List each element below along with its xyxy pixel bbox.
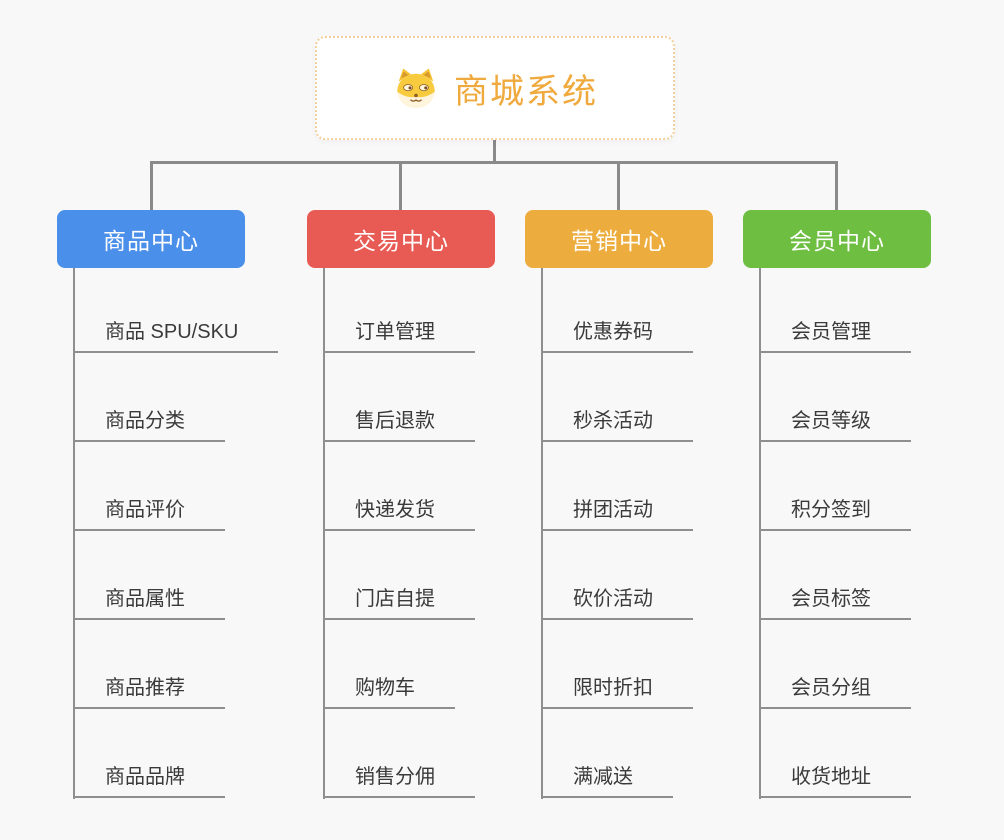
list-item: 订单管理 [323,268,475,353]
list-item: 会员等级 [759,353,911,442]
list-item: 限时折扣 [541,620,693,709]
list-item: 积分签到 [759,442,911,531]
mindmap-node-label[interactable]: 商品属性 [73,582,225,620]
list-item: 优惠券码 [541,268,693,353]
mindmap-node-label[interactable]: 拼团活动 [541,493,693,531]
mindmap-node-label[interactable]: 商品评价 [73,493,225,531]
mindmap-node-label[interactable]: 会员标签 [759,582,911,620]
branch-item-list: 优惠券码 秒杀活动 拼团活动 砍价活动 限时折扣 满减送 [541,268,693,798]
mindmap-node-label[interactable]: 会员分组 [759,671,911,709]
mindmap-node-label[interactable]: 快递发货 [323,493,475,531]
branch-header-member-center[interactable]: 会员中心 [743,210,931,268]
mindmap-node-label[interactable]: 门店自提 [323,582,475,620]
mindmap-node-label[interactable]: 购物车 [323,671,455,709]
mindmap-node-label[interactable]: 售后退款 [323,404,475,442]
root-title: 商城系统 [454,72,598,111]
mindmap-node-label[interactable]: 会员管理 [759,315,911,353]
list-item: 会员分组 [759,620,911,709]
list-item: 商品 SPU/SKU [73,268,279,353]
connector-branch-drop [617,161,620,210]
mindmap-node-label[interactable]: 积分签到 [759,493,911,531]
mindmap-node-label[interactable]: 秒杀活动 [541,404,693,442]
connector-horizontal [150,161,838,164]
branch-header-product-center[interactable]: 商品中心 [57,210,245,268]
branch-column-line [541,268,543,799]
list-item: 售后退款 [323,353,475,442]
connector-branch-drop [835,161,838,210]
connector-branch-drop [150,161,153,210]
mindmap-node-label[interactable]: 收货地址 [759,760,911,798]
list-item: 砍价活动 [541,531,693,620]
branch-item-list: 会员管理 会员等级 积分签到 会员标签 会员分组 收货地址 [759,268,911,798]
mindmap-node-label[interactable]: 订单管理 [323,315,475,353]
list-item: 购物车 [323,620,475,709]
list-item: 会员管理 [759,268,911,353]
root-node[interactable]: 商城系统 [315,36,675,140]
list-item: 会员标签 [759,531,911,620]
list-item: 拼团活动 [541,442,693,531]
branch-column-line [323,268,325,799]
dog-face-icon [397,68,435,109]
branch-header-marketing-center[interactable]: 营销中心 [525,210,713,268]
branch-column-line [73,268,75,799]
mindmap-node-label[interactable]: 砍价活动 [541,582,693,620]
branch-item-list: 订单管理 售后退款 快递发货 门店自提 购物车 销售分佣 [323,268,475,798]
mindmap-node-label[interactable]: 商品推荐 [73,671,225,709]
list-item: 商品属性 [73,531,278,620]
branch-header-trade-center[interactable]: 交易中心 [307,210,495,268]
mindmap-node-label[interactable]: 满减送 [541,760,673,798]
list-item: 收货地址 [759,709,911,798]
list-item: 满减送 [541,709,693,798]
connector-branch-drop [399,161,402,210]
mindmap-node-label[interactable]: 商品 SPU/SKU [73,315,279,353]
branch-item-list: 商品 SPU/SKU 商品分类 商品评价 商品属性 商品推荐 商品品牌 [73,268,279,798]
list-item: 商品品牌 [73,709,278,798]
connector-root-drop [493,140,496,164]
mindmap-node-label[interactable]: 限时折扣 [541,671,693,709]
list-item: 商品评价 [73,442,278,531]
mindmap-node-label[interactable]: 优惠券码 [541,315,693,353]
mindmap-node-label[interactable]: 商品分类 [73,404,225,442]
mindmap-node-label[interactable]: 销售分佣 [323,760,475,798]
list-item: 秒杀活动 [541,353,693,442]
mindmap-node-label[interactable]: 商品品牌 [73,760,225,798]
mindmap-node-label[interactable]: 会员等级 [759,404,911,442]
list-item: 销售分佣 [323,709,475,798]
list-item: 快递发货 [323,442,475,531]
list-item: 门店自提 [323,531,475,620]
list-item: 商品推荐 [73,620,278,709]
list-item: 商品分类 [73,353,278,442]
branch-column-line [759,268,761,799]
